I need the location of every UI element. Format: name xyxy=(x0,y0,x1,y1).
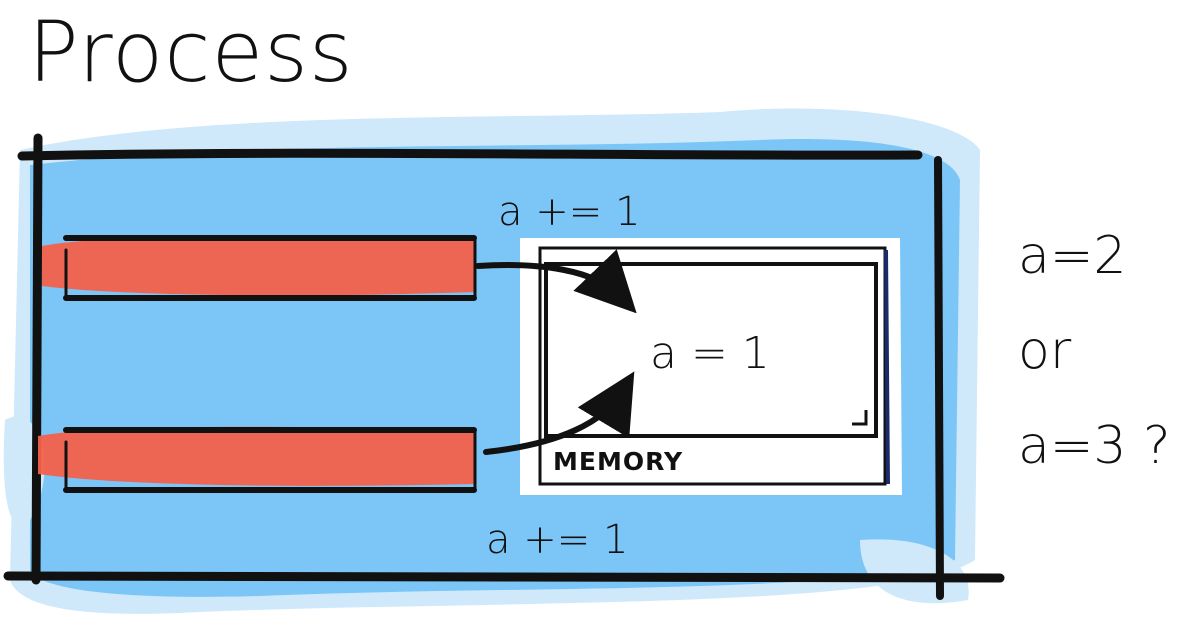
outcome-option-1: a=2 xyxy=(1018,226,1127,286)
process-frame xyxy=(3,133,1005,600)
outcome-or: or xyxy=(1018,321,1072,381)
thread-top xyxy=(42,235,477,301)
memory-caption: MEMORY xyxy=(553,447,684,476)
thread-bottom xyxy=(38,426,477,493)
arrow-top-to-memory xyxy=(475,249,637,314)
write-arrows xyxy=(475,249,637,455)
diagram-title: Process xyxy=(28,3,354,101)
memory-value: a = 1 xyxy=(650,328,770,379)
thread-bottom-operation: a += 1 xyxy=(486,517,629,563)
arrow-bottom-to-memory xyxy=(483,371,635,455)
thread-top-operation: a += 1 xyxy=(498,189,641,235)
outcome-option-2: a=3 ? xyxy=(1018,416,1171,476)
